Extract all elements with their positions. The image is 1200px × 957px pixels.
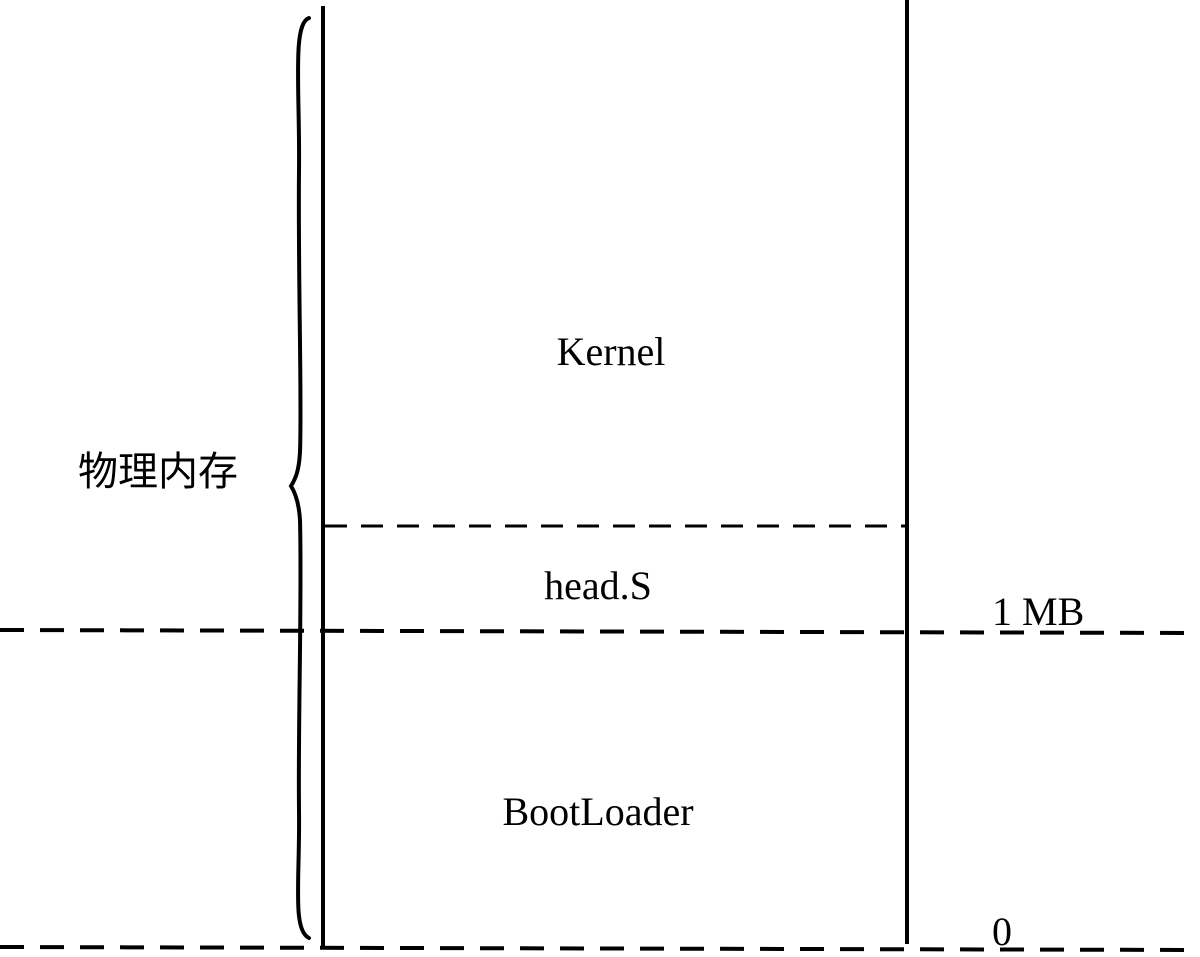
region-label-kernel: Kernel	[556, 329, 666, 374]
one-mb-boundary-line	[0, 628, 1200, 635]
zero-boundary-line	[0, 945, 1200, 952]
region-label-head-s: head.S	[544, 563, 652, 608]
physical-memory-label: 物理内存	[78, 449, 238, 495]
address-marker-1mb: 1 MB	[992, 589, 1085, 634]
address-marker-0: 0	[992, 909, 1012, 954]
region-label-bootloader: BootLoader	[502, 789, 694, 834]
physical-memory-brace	[288, 16, 311, 940]
